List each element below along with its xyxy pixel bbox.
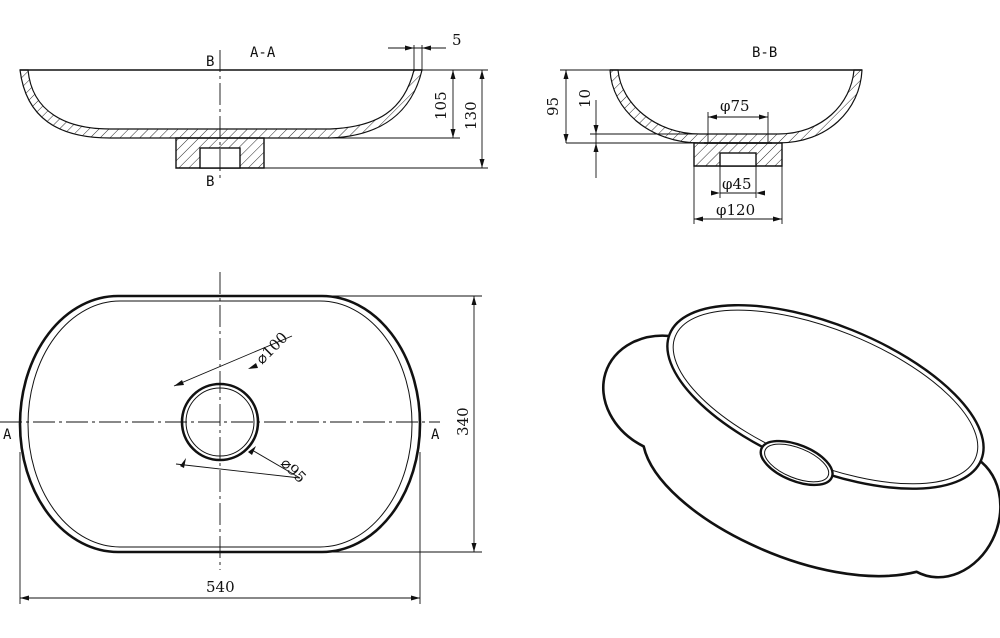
dim-bb-base-label: 10 [576,89,594,108]
isometric-view [601,304,1000,579]
cut-mark-a-right: A [431,427,440,443]
drain-hole-bb [719,152,757,167]
dim-length-label: 540 [206,578,235,596]
section-aa-title: A-A [250,45,276,61]
section-bb-view: B-B 95 10 φ75 φ45 [544,45,863,224]
bowl-wall-hatch [19,69,423,139]
cut-mark-b-bottom: B [206,174,214,190]
dim-drain-bottom-label: φ45 [722,175,752,193]
section-aa-view: A-A B B 5 105 130 [19,31,488,190]
cut-mark-a-left: A [3,427,12,443]
iso-basin-body [601,334,1000,579]
dim-foot-label: φ120 [716,201,755,219]
iso-drain-inner [764,443,830,483]
dim-drain-inner-label: ⌀95 [277,454,310,487]
section-bb-title: B-B [752,45,777,61]
iso-rim-outer [666,304,985,490]
dim-total-height-label: 130 [462,101,480,130]
plan-view: A A ⌀100 ⌀95 340 540 [0,272,482,604]
cut-mark-b-top: B [206,54,214,70]
basin-outline-inner [27,300,413,548]
dim-depth-label: 340 [454,407,472,436]
dim-inner-height-label: 105 [432,91,450,120]
dim-drain-top-label: φ75 [720,97,750,115]
iso-drain-outer [759,439,834,487]
dim-rim-label: 5 [452,31,462,49]
dim-drain-outer-label: ⌀100 [252,328,291,367]
dim-bb-inner-height-label: 95 [544,97,562,116]
